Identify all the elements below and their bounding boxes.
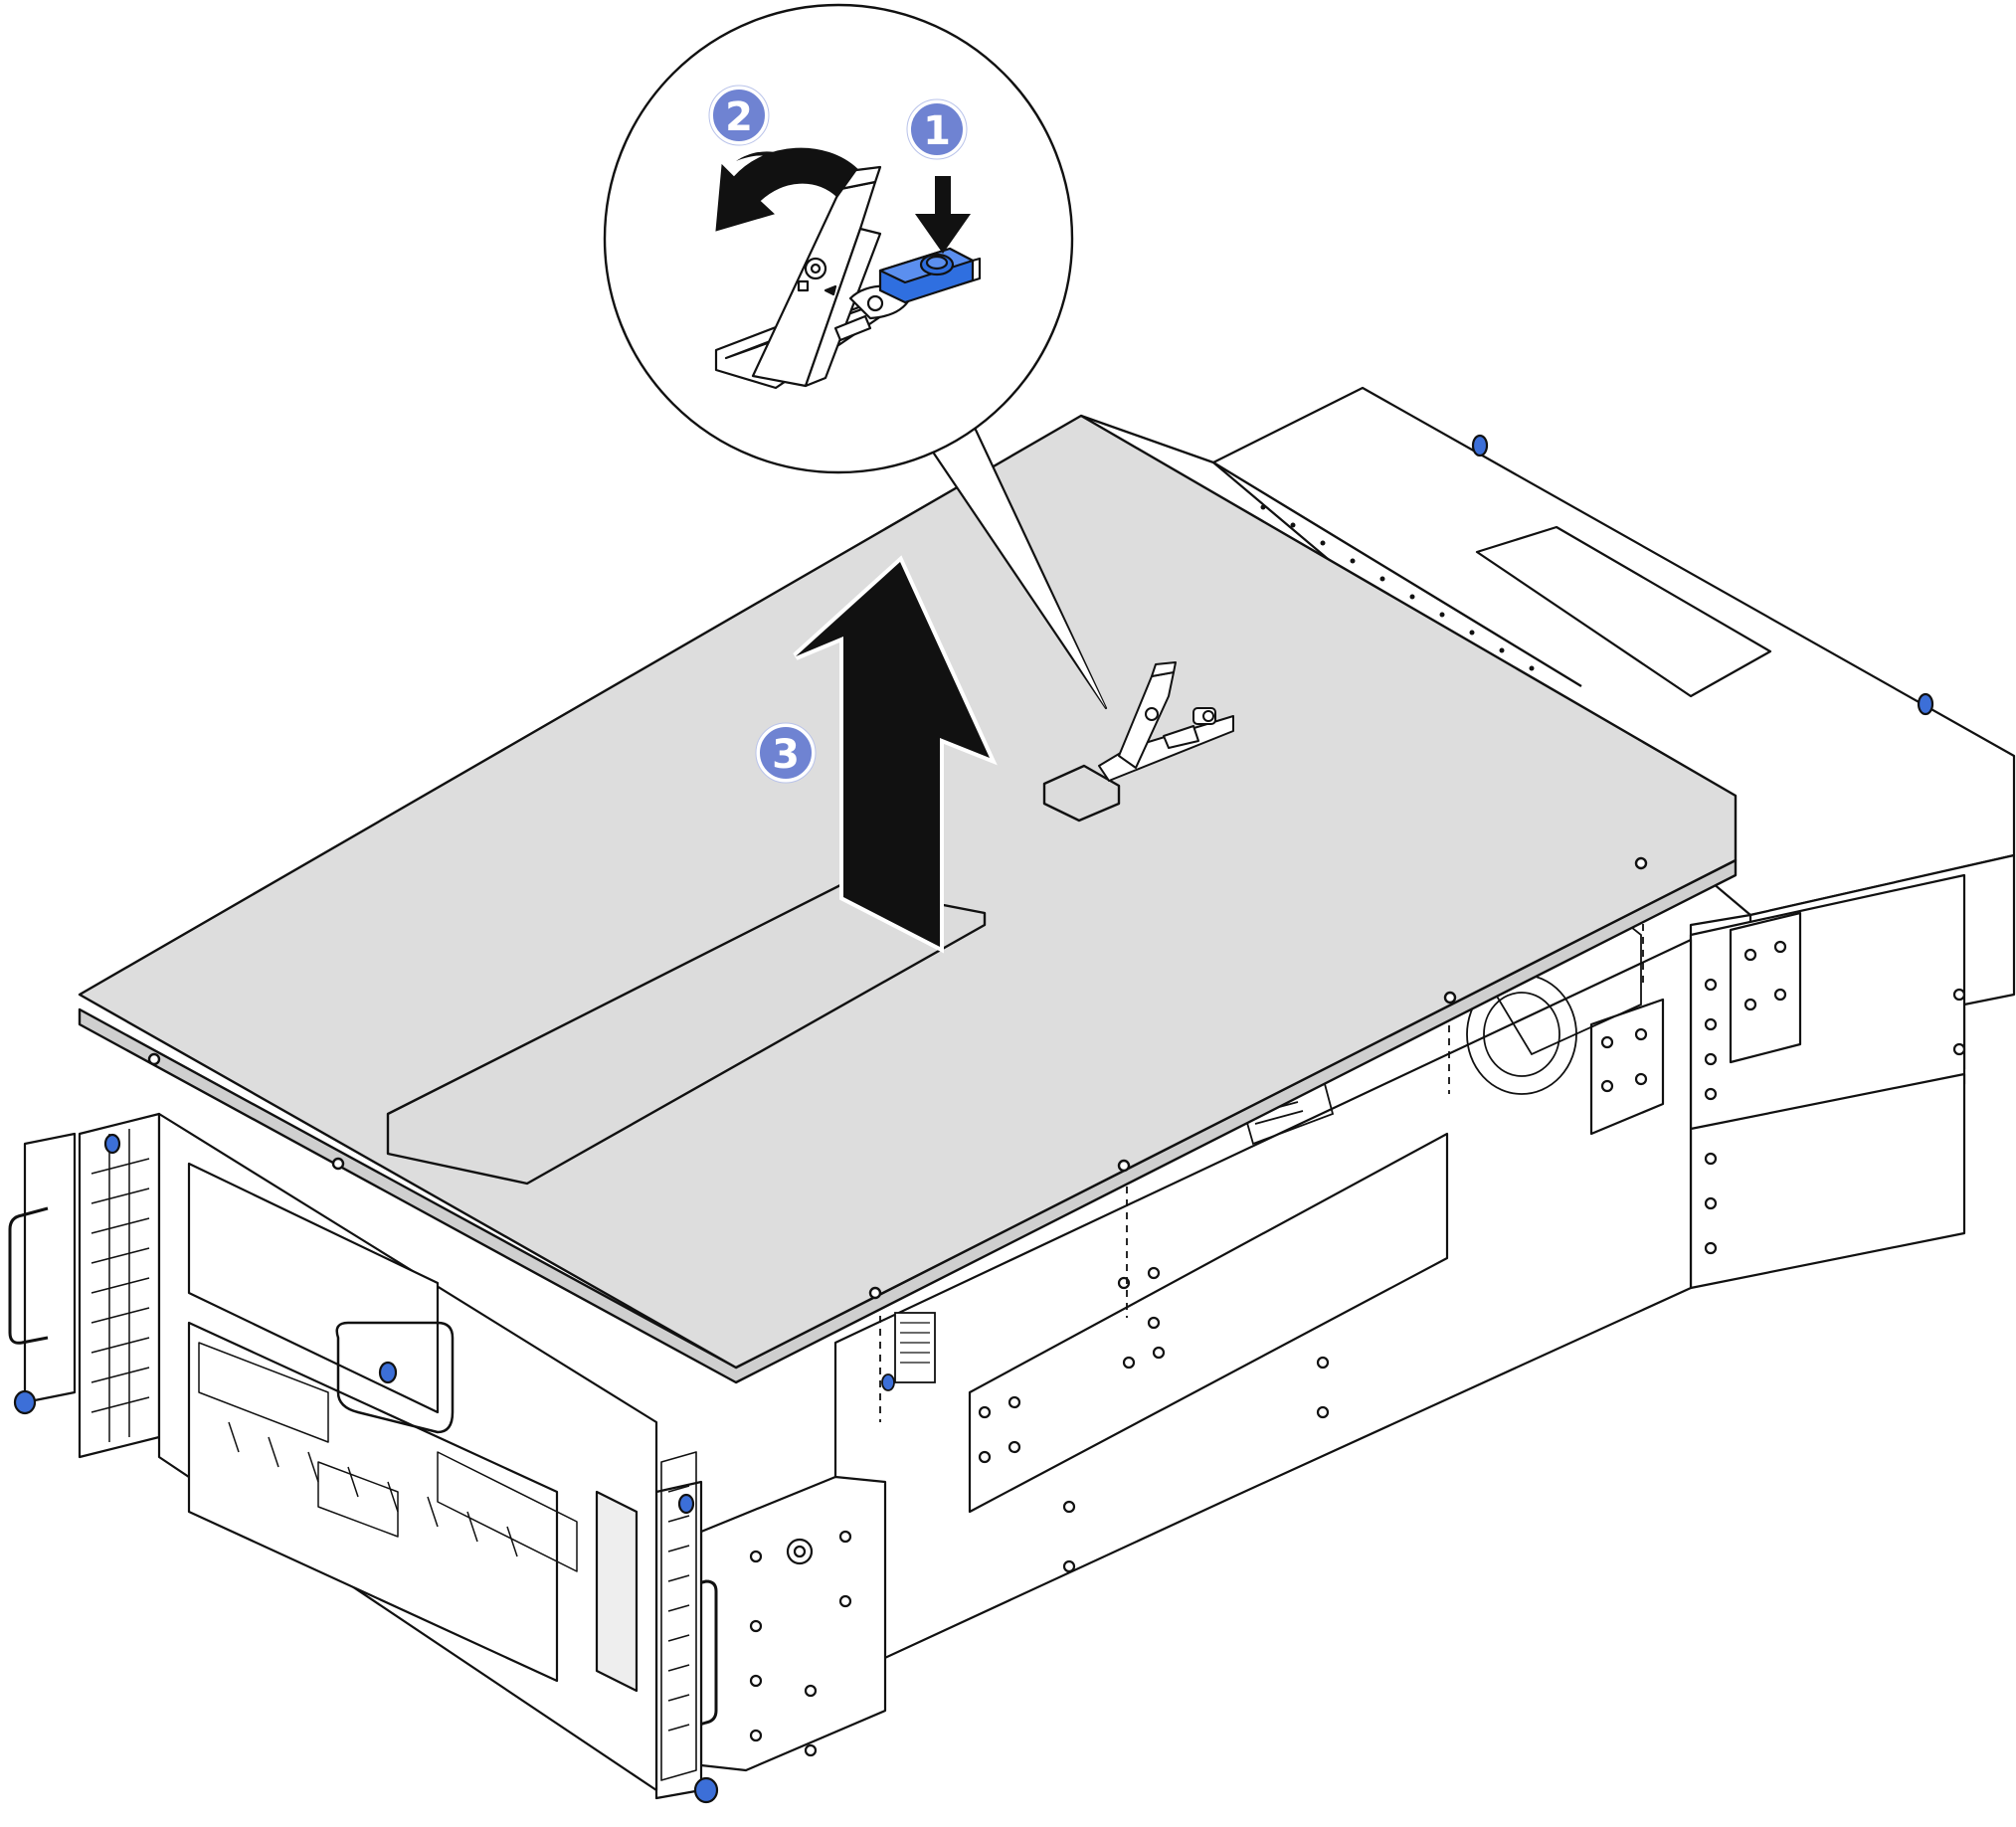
main-chassis bbox=[654, 938, 1693, 1804]
step-callout-2: 2 bbox=[708, 85, 770, 146]
arrow-up-icon bbox=[793, 555, 998, 954]
arrow-down-icon bbox=[915, 176, 971, 254]
front-right-drive-grid bbox=[660, 1451, 697, 1781]
zoomed-latch bbox=[714, 165, 982, 390]
step-number: 1 bbox=[923, 108, 951, 154]
step-number: 3 bbox=[772, 732, 800, 778]
front-left-bay bbox=[8, 1112, 658, 1792]
cover-latch[interactable] bbox=[1098, 661, 1234, 782]
release-button[interactable] bbox=[878, 247, 975, 304]
rear-chassis bbox=[1211, 386, 2016, 1290]
step-callout-1: 1 bbox=[906, 98, 968, 160]
step-number: 2 bbox=[725, 94, 753, 140]
step-callout-3: 3 bbox=[755, 722, 817, 784]
